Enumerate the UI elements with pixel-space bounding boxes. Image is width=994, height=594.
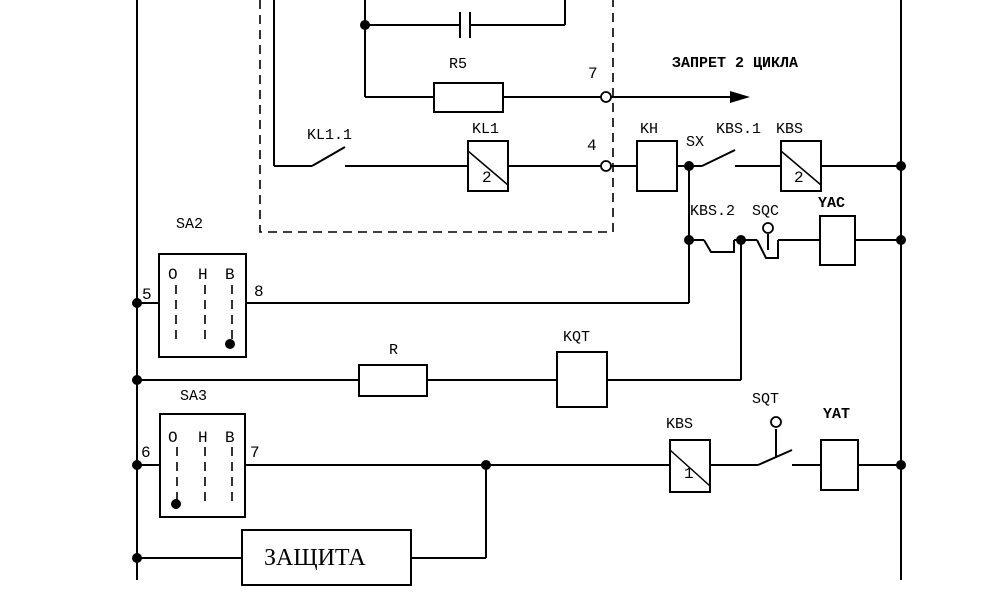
contact-kbs1	[701, 149, 736, 167]
kbs-bottom-coil-number: 1	[684, 465, 694, 483]
kl1-coil-number: 2	[482, 169, 492, 187]
relay-kqt	[556, 351, 608, 408]
r5-branch	[365, 82, 750, 113]
label-r5: R5	[449, 56, 467, 73]
label-terminal-7b: 7	[250, 444, 260, 462]
protection-block	[241, 529, 412, 586]
capacitor-branch	[360, 0, 566, 97]
switch-sa2	[132, 253, 689, 358]
sa3-pos-o: О	[168, 429, 178, 447]
kl1-branch	[273, 0, 906, 192]
indicator-relay-kh	[636, 140, 678, 192]
coil-yat	[820, 439, 859, 491]
coil-yac	[819, 215, 856, 266]
terminal-7	[600, 91, 612, 103]
sqc-actuator	[762, 222, 774, 234]
relay-coil-kl1	[467, 140, 509, 192]
kbs-top-coil-number: 2	[794, 169, 804, 187]
sa3-position-dot	[171, 499, 181, 509]
label-kbs2: KBS.2	[690, 203, 735, 220]
yat-branch	[481, 416, 906, 493]
label-kbs-top: KBS	[776, 121, 803, 138]
terminal-4	[600, 160, 612, 172]
contact-sqt	[757, 449, 793, 466]
sa2-pos-v: В	[225, 266, 235, 284]
label-sa2: SA2	[176, 216, 203, 233]
label-sqt: SQT	[752, 391, 779, 408]
label-kbs1: KBS.1	[716, 121, 761, 138]
resistor-r5	[433, 82, 504, 113]
label-kl11: KL1.1	[307, 127, 352, 144]
sa2-position-dot	[225, 339, 235, 349]
label-yac: YAC	[818, 195, 845, 212]
label-kh: KH	[640, 121, 658, 138]
label-kqt: KQT	[563, 329, 590, 346]
label-sa3: SA3	[180, 388, 207, 405]
switch-sa3	[132, 413, 670, 518]
label-protection: ЗАЩИТА	[264, 545, 366, 571]
relay-block-outline	[259, 0, 614, 233]
arrow-icon	[730, 91, 750, 103]
relay-coil-kbs-top	[780, 140, 822, 192]
label-terminal-7: 7	[588, 65, 598, 83]
junction-dot	[360, 20, 370, 30]
contact-kbs2	[703, 239, 735, 253]
label-sqc: SQC	[752, 203, 779, 220]
label-yat: YAT	[823, 406, 850, 423]
sa3-pos-v: В	[225, 429, 235, 447]
sqt-actuator	[770, 416, 782, 428]
label-sx: SX	[686, 134, 704, 151]
label-cycle-block: ЗАПРЕТ 2 ЦИКЛА	[672, 55, 798, 72]
label-terminal-6: 6	[141, 444, 151, 462]
contact-sqc	[756, 239, 779, 259]
label-r: R	[389, 342, 398, 359]
yac-branch	[684, 166, 906, 380]
label-kbs-bottom: KBS	[666, 416, 693, 433]
label-terminal-8: 8	[254, 283, 264, 301]
protection-branch	[132, 465, 487, 586]
kqt-branch	[132, 351, 741, 408]
label-kl1: KL1	[472, 121, 499, 138]
contact-kl11	[311, 146, 346, 167]
sa2-pos-n: Н	[198, 266, 208, 284]
resistor-r	[358, 364, 428, 397]
label-terminal-4: 4	[587, 137, 597, 155]
label-terminal-5: 5	[142, 286, 152, 304]
sa2-pos-o: О	[168, 266, 178, 284]
sa3-pos-n: Н	[198, 429, 208, 447]
